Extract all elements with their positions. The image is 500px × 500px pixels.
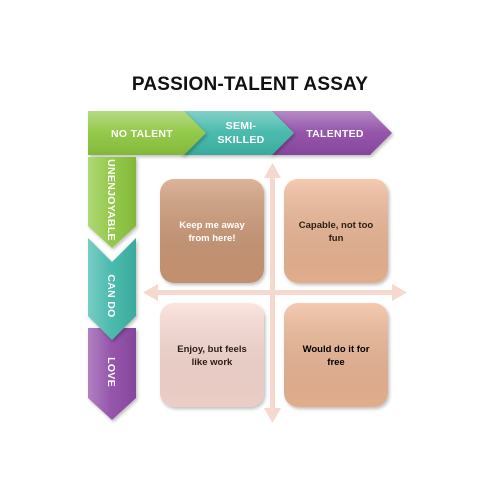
quadrant-top-right [284, 179, 388, 283]
quadrant-bottom-left-shade [160, 303, 264, 407]
quadrant-bottom-right-shade [284, 303, 388, 407]
quadrant-bottom-right-line1: Would do it for [303, 344, 370, 355]
chevron-semi-skilled [180, 111, 294, 155]
quadrant-bottom-right-line2: free [327, 357, 344, 368]
label-can-do: CAN DO [105, 274, 117, 317]
chevron-love-gloss [88, 328, 136, 420]
chevron-can-do [88, 238, 136, 340]
chevron-can-do-gloss [88, 238, 136, 340]
right-arrowhead [392, 284, 407, 301]
chevron-love [88, 328, 136, 420]
cross-arrows [143, 163, 407, 423]
chevron-talented [270, 111, 392, 155]
horizontal-axis-line [156, 290, 396, 295]
chevron-no-talent [88, 111, 206, 155]
chevron-talented-gloss [270, 111, 392, 155]
chevron-semi-skilled-gloss [180, 111, 294, 155]
quadrant-top-left-line1: Keep me away [179, 220, 245, 231]
bottom-arrowhead [264, 408, 281, 423]
quadrant-bottom-left [160, 303, 264, 407]
quadrant-top-right-shade [284, 179, 388, 283]
quadrant-top-right-line1: Capable, not too [299, 220, 374, 231]
vertical-axis-line [270, 175, 275, 415]
quadrant-top-left-shade [160, 179, 264, 283]
quadrant-bottom-left-line1: Enjoy, but feels [177, 344, 247, 355]
quadrant-bottom-left-line2: like work [192, 357, 233, 368]
label-talented: TALENTED [306, 128, 364, 140]
chevron-unenjoyable-gloss [88, 157, 136, 248]
label-love: LOVE [105, 357, 117, 387]
label-semi-skilled-line1: SEMI- [226, 120, 257, 132]
label-no-talent: NO TALENT [111, 128, 173, 140]
quadrant-top-left-line2: from here! [189, 233, 236, 244]
diagram-title: PASSION-TALENT ASSAY [131, 74, 369, 95]
chevron-unenjoyable [88, 157, 136, 248]
quadrant-bottom-right [284, 303, 388, 407]
quadrant-top-right-line2: fun [329, 233, 344, 244]
passion-axis: UNENJOYABLE CAN DO LOVE [88, 157, 136, 420]
quadrant-top-left [160, 179, 264, 283]
label-semi-skilled-line2: SKILLED [217, 134, 264, 146]
talent-axis: NO TALENT SEMI- SKILLED TALENTED [88, 111, 392, 155]
left-arrowhead [143, 284, 158, 301]
label-unenjoyable: UNENJOYABLE [105, 159, 117, 241]
top-arrowhead [264, 163, 281, 178]
chevron-no-talent-gloss [88, 111, 206, 155]
